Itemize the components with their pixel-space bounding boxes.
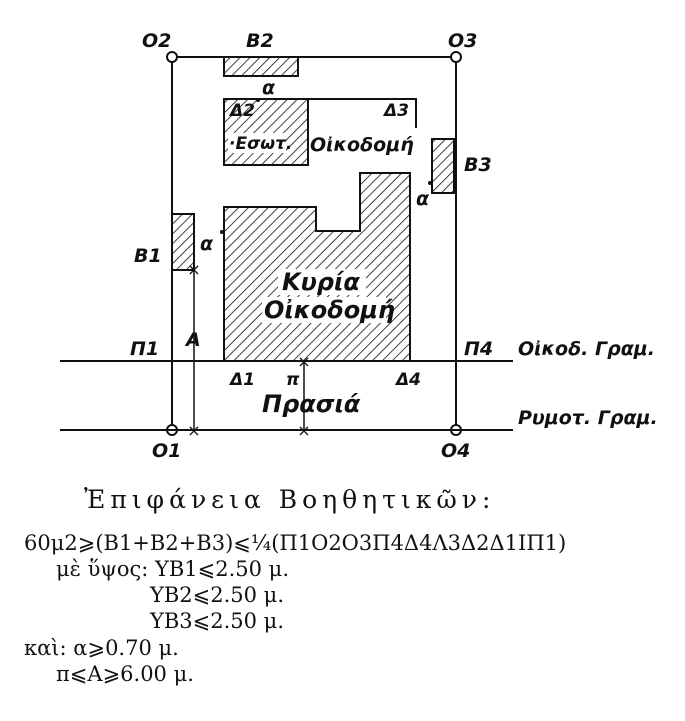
label-bg-main-2 <box>262 297 386 323</box>
formula-line-2: μὲ ὕψος: YB1⩽2.50 μ. <box>56 557 289 581</box>
upper-building-outline <box>308 98 417 128</box>
label-o1: O1 <box>152 440 181 462</box>
alpha-dot-left <box>220 230 224 234</box>
label-b2: B2 <box>246 30 274 52</box>
label-b3: B3 <box>464 154 492 176</box>
label-bg-main-1 <box>278 269 366 295</box>
label-building: Οἰκοδομή <box>310 134 414 156</box>
label-street-line: Ρυμοτ. Γραμ. <box>518 407 658 429</box>
cross-mark-pi-top: × <box>297 352 310 371</box>
formula-line-5: καὶ: α⩾0.70 μ. <box>24 636 179 660</box>
label-d4: Δ4 <box>394 370 421 390</box>
formula-line-3: YB2⩽2.50 μ. <box>150 583 285 607</box>
label-o4: O4 <box>441 440 470 462</box>
label-building-line: Οἰκοδ. Γραμ. <box>518 338 655 360</box>
formula-line-4: YB3⩽2.50 μ. <box>150 609 285 633</box>
label-o2: O2 <box>142 30 171 52</box>
aux-building-b3 <box>431 138 455 194</box>
label-d1: Δ1 <box>228 370 255 390</box>
formula-line-6: π⩽A⩾6.00 μ. <box>56 662 194 686</box>
main-building <box>223 172 411 362</box>
label-p4: Π4 <box>464 338 493 360</box>
cross-mark-pi-bottom: × <box>297 421 310 440</box>
label-interior: ·Εσωτ. <box>229 134 292 154</box>
corner-o2-marker <box>166 51 178 63</box>
label-alpha-right: α <box>416 188 430 210</box>
label-pi: π <box>286 370 300 390</box>
cross-mark-b1: × <box>187 260 200 279</box>
label-a: A <box>184 329 201 351</box>
aux-building-b2 <box>223 56 299 77</box>
plot-diagram: × × × × O2 O3 O1 O4 B2 B3 B1 α α α Δ2 Δ3… <box>60 30 658 462</box>
label-alpha-left: α <box>200 233 214 255</box>
corner-o3-marker <box>450 51 462 63</box>
cross-mark-a-bottom: × <box>187 421 200 440</box>
aux-building-b1 <box>171 213 195 271</box>
aux-building-interior <box>223 98 309 166</box>
label-bg-interior <box>228 133 286 153</box>
alpha-dot-top <box>256 98 260 102</box>
formula-line-1: 60μ2⩾(B1+B2+B3)⩽¼(Π1Ο2Ο3Π4Δ4Λ3Δ2Δ1ΙΠ1) <box>24 531 567 555</box>
label-d3: Δ3 <box>382 101 409 121</box>
alpha-dot-right <box>428 181 432 185</box>
label-b1: B1 <box>134 245 162 267</box>
label-p1: Π1 <box>130 338 159 360</box>
label-yard: Πρασιά <box>262 390 361 418</box>
label-main-building-1: Κυρία <box>282 268 360 296</box>
label-alpha-top: α <box>262 77 276 99</box>
label-d2: Δ2 <box>228 101 255 121</box>
formula-title: Ἐπιφάνεια Βοηθητικῶν: <box>84 485 496 514</box>
label-main-building-2: Οἰκοδομή <box>264 296 395 324</box>
label-o3: O3 <box>448 30 477 52</box>
